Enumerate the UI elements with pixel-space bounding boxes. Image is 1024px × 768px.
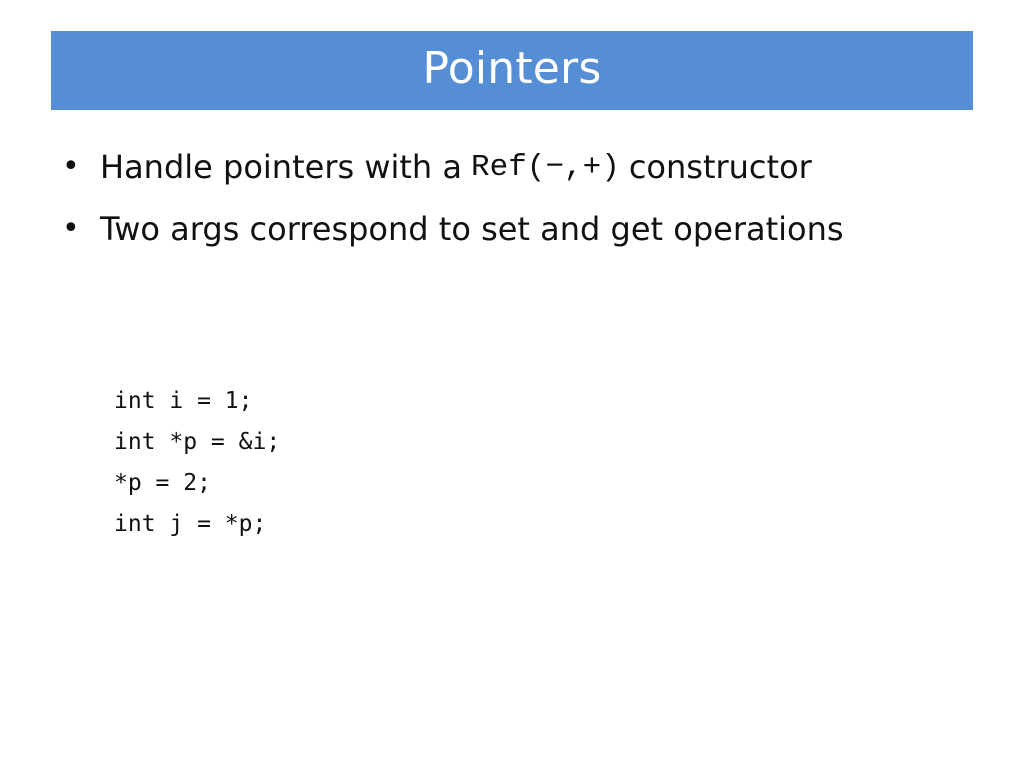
slide-title: Pointers [422, 42, 602, 94]
bullet-item-two-args: • Two args correspond to set and get ope… [62, 198, 1002, 260]
code-block: int i = 1; int *p = &i; *p = 2; int j = … [114, 381, 280, 545]
bullet-list: • Handle pointers with a Ref(−,+) constr… [62, 136, 1002, 260]
code-line: int i = 1; [114, 388, 253, 414]
bullet-icon: • [62, 149, 80, 184]
bullet-item-ref-constructor: • Handle pointers with a Ref(−,+) constr… [62, 136, 1002, 198]
bullet-text-before: Handle pointers with a [100, 148, 462, 186]
code-line: int j = *p; [114, 511, 267, 537]
inline-code-ref: Ref(−,+) [470, 149, 620, 185]
bullet-text-after: constructor [628, 148, 812, 186]
bullet-icon: • [62, 211, 80, 246]
code-line: *p = 2; [114, 470, 211, 496]
bullet-text: Two args correspond to set and get opera… [100, 210, 844, 248]
code-line: int *p = &i; [114, 429, 281, 455]
title-banner: Pointers [51, 31, 973, 110]
